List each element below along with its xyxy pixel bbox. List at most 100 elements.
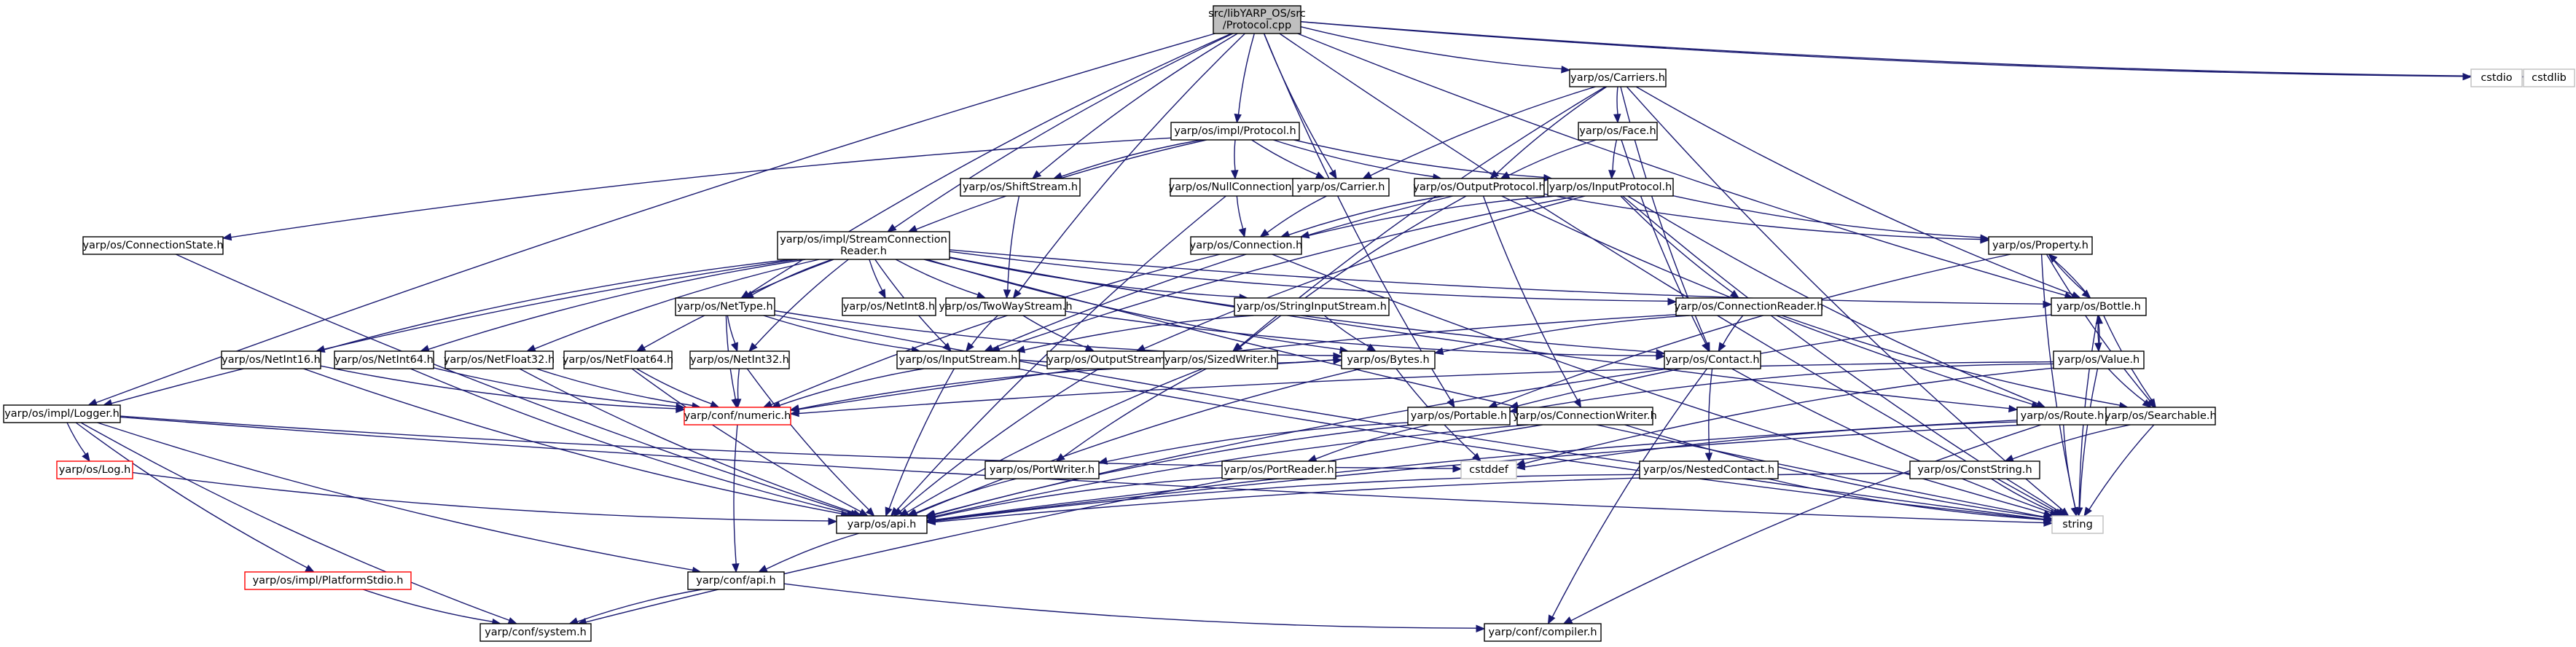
node-label: yarp/os/ConnectionReader.h [1675,301,1824,313]
edge-line [1767,478,2045,520]
node-bytes[interactable]: yarp/os/Bytes.h [1341,350,1436,369]
node-inputStream[interactable]: yarp/os/InputStream.h [896,350,1020,369]
edge-outputProtocol-to-sizedWriter [1232,195,1467,352]
edge-line [798,361,2054,415]
node-netFloat64[interactable]: yarp/os/NetFloat64.h [563,350,673,369]
node-api[interactable]: yarp/os/api.h [836,515,928,534]
node-box [1569,68,1667,87]
edge-line [1300,21,2464,77]
arrowhead [1547,614,1556,625]
edge-logger-to-confSystem [80,422,518,624]
node-inputProtocol[interactable]: yarp/os/InputProtocol.h [1547,178,1674,197]
edge-line [1370,86,1596,176]
arrowhead [2094,342,2102,353]
node-twoWayStream[interactable]: yarp/os/TwoWayStream.h [939,297,1073,316]
node-shiftStream[interactable]: yarp/os/ShiftStream.h [960,178,1081,197]
node-nestedContact[interactable]: yarp/os/NestedContact.h [1639,460,1779,479]
node-box [684,407,791,426]
edge-value-to-numeric [789,361,2054,417]
arrowhead [1508,401,1519,409]
node-property[interactable]: yarp/os/Property.h [1988,236,2093,255]
node-stringInputStream[interactable]: yarp/os/StringInputStream.h [1234,297,1390,316]
edge-streamConnReader-to-netInt64 [420,259,806,353]
edge-streamConnReader-to-netInt32 [748,259,849,352]
node-box [1460,460,1517,479]
edge-line [1323,315,1370,348]
node-netInt16[interactable]: yarp/os/NetInt16.h [221,350,321,369]
node-box [1664,350,1761,369]
arrowhead [865,507,875,517]
node-box [1578,122,1658,141]
node-value[interactable]: yarp/os/Value.h [2053,350,2145,369]
edge-line [907,368,1203,513]
node-confCompiler[interactable]: yarp/conf/compiler.h [1484,623,1602,642]
node-portable[interactable]: yarp/os/Portable.h [1407,407,1511,426]
node-netFloat32[interactable]: yarp/os/NetFloat32.h [444,350,555,369]
arrowhead [942,342,952,352]
node-constString[interactable]: yarp/os/ConstString.h [1909,460,2040,479]
edge-line [949,249,2044,305]
arrowhead [1232,342,1243,352]
node-netInt64[interactable]: yarp/os/NetInt64.h [334,350,434,369]
edge-line [1272,139,1434,178]
arrowhead [1097,457,1108,465]
arrowhead [733,399,742,409]
node-box [1292,178,1390,197]
node-portReader[interactable]: yarp/os/PortReader.h [1221,460,1336,479]
node-netInt8[interactable]: yarp/os/NetInt8.h [842,297,936,316]
node-face[interactable]: yarp/os/Face.h [1578,122,1658,141]
edge-netInt16-to-api [303,368,850,519]
edge-route-to-string [2063,424,2079,517]
node-box [1221,460,1336,479]
node-cstdio: cstdio [2470,68,2523,87]
nodes-layer: src/libYARP_OS/src/Protocol.cpp yarp/os/C… [3,5,2575,642]
node-box [1163,350,1278,369]
edge-line [1236,195,1244,230]
node-searchable[interactable]: yarp/os/Searchable.h [2105,407,2217,426]
arrowhead [1608,170,1616,180]
node-box [1639,460,1779,479]
node-route[interactable]: yarp/os/Route.h [2016,407,2108,426]
node-connWriter[interactable]: yarp/os/ConnectionWriter.h [1513,407,1657,426]
edge-line [896,195,1226,511]
node-implProtocol[interactable]: yarp/os/impl/Protocol.h [1170,122,1300,141]
edge-line [1627,195,2038,404]
edge-line [949,256,1240,298]
edge-carriers-to-carrier [1362,86,1596,179]
node-netType[interactable]: yarp/os/NetType.h [675,297,775,316]
node-sizedWriter[interactable]: yarp/os/SizedWriter.h [1163,350,1278,369]
node-nullConn[interactable]: yarp/os/NullConnection.h [1169,178,1302,197]
node-carriers[interactable]: yarp/os/Carriers.h [1569,68,1667,87]
arrowhead [1562,616,1573,624]
edge-outputProtocol-to-connection [1280,195,1445,238]
node-log[interactable]: yarp/os/Log.h [56,460,133,479]
node-root[interactable]: src/libYARP_OS/src/Protocol.cpp [1208,5,1306,34]
node-connState[interactable]: yarp/os/ConnectionState.h [82,236,224,255]
node-logger[interactable]: yarp/os/impl/Logger.h [3,404,121,423]
node-connReader[interactable]: yarp/os/ConnectionReader.h [1675,297,1824,316]
node-box [2016,407,2108,426]
node-netInt32[interactable]: yarp/os/NetInt32.h [689,350,790,369]
node-numeric[interactable]: yarp/conf/numeric.h [684,407,791,426]
arrowhead [82,452,90,463]
node-label: yarp/os/impl/Logger.h [4,408,120,420]
node-label: yarp/os/NetInt16.h [222,354,321,366]
node-confApi[interactable]: yarp/conf/api.h [687,571,785,590]
node-platformStdio[interactable]: yarp/os/impl/PlatformStdio.h [244,571,412,590]
node-bottle[interactable]: yarp/os/Bottle.h [2051,297,2147,316]
edge-line [2107,368,2146,403]
node-connection[interactable]: yarp/os/Connection.h [1190,236,1303,255]
node-box [1234,297,1390,316]
arrowhead [305,565,316,573]
node-outputStream[interactable]: yarp/os/OutputStream.h [1046,350,1176,369]
node-portWriter[interactable]: yarp/os/PortWriter.h [984,460,1100,479]
node-contact[interactable]: yarp/os/Contact.h [1664,350,1761,369]
node-label: yarp/os/Portable.h [1411,410,1507,422]
node-outputProtocol[interactable]: yarp/os/OutputProtocol.h [1413,178,1546,197]
node-carrier[interactable]: yarp/os/Carrier.h [1292,178,1390,197]
node-box [1414,178,1545,197]
node-confSystem[interactable]: yarp/conf/system.h [479,623,592,642]
arrowhead [1702,342,1710,353]
edge-line [783,583,1477,629]
